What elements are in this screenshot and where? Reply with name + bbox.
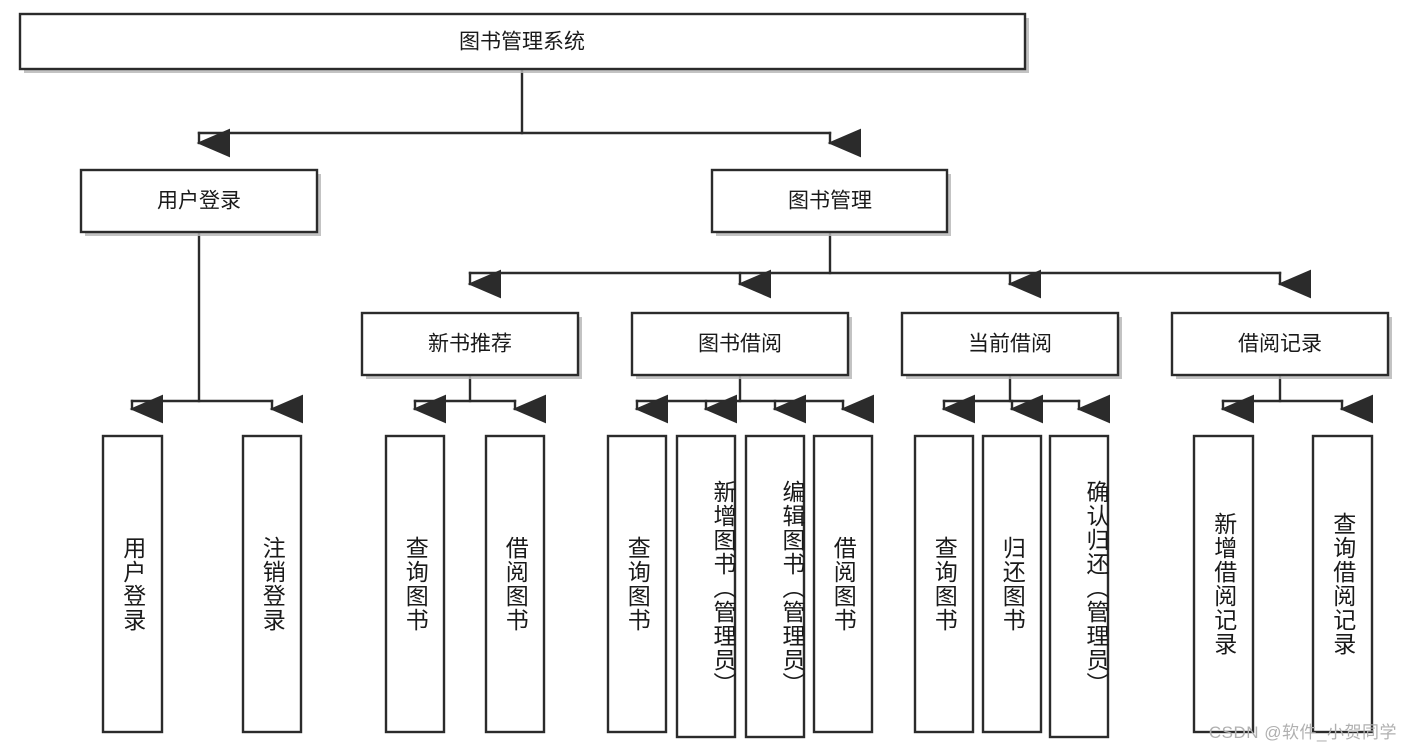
connectors (129, 67, 1374, 424)
node-root-label: 图书管理系统 (459, 31, 585, 54)
node-current-borrow[interactable]: 当前借阅 (900, 311, 1122, 379)
node-book-manage-label: 图书管理 (788, 190, 872, 213)
leaf-box-edit-book-admin[interactable] (744, 434, 806, 739)
node-book-borrow-box[interactable] (630, 311, 850, 377)
node-book-manage-box[interactable] (710, 168, 949, 234)
leaf-box-return-book[interactable] (981, 434, 1043, 734)
leaf-box-borrow-book-new[interactable] (484, 434, 546, 734)
node-user-login-box[interactable] (79, 168, 319, 234)
watermark-text: CSDN @软件_小贺同学 (1208, 723, 1397, 742)
leaf-box-user-login[interactable] (101, 434, 164, 734)
leaf-box-query-book-current[interactable] (913, 434, 975, 734)
leaf-boxes (101, 434, 1374, 739)
leaf-box-logout[interactable] (241, 434, 303, 734)
leaf-box-confirm-return-admin[interactable] (1048, 434, 1110, 739)
node-new-book-recommend-box[interactable] (360, 311, 580, 377)
node-root[interactable]: 图书管理系统 (18, 12, 1029, 73)
node-book-borrow-label: 图书借阅 (698, 333, 782, 356)
node-borrow-record-label: 借阅记录 (1238, 333, 1322, 356)
leaf-box-borrow-book[interactable] (812, 434, 874, 734)
node-borrow-record[interactable]: 借阅记录 (1170, 311, 1392, 379)
node-user-login[interactable]: 用户登录 (79, 168, 321, 236)
node-book-manage[interactable]: 图书管理 (710, 168, 951, 236)
node-root-box[interactable] (18, 12, 1027, 71)
leaf-box-query-book-new[interactable] (384, 434, 446, 734)
node-new-book-recommend-label: 新书推荐 (428, 333, 512, 356)
leaf-box-query-book-borrow[interactable] (606, 434, 668, 734)
leaf-box-add-record[interactable] (1192, 434, 1255, 734)
leaf-box-add-book-admin[interactable] (675, 434, 737, 739)
node-book-borrow[interactable]: 图书借阅 (630, 311, 852, 379)
leaf-box-query-record[interactable] (1311, 434, 1374, 734)
node-user-login-label: 用户登录 (157, 190, 241, 213)
node-current-borrow-box[interactable] (900, 311, 1120, 377)
node-borrow-record-box[interactable] (1170, 311, 1390, 377)
node-current-borrow-label: 当前借阅 (968, 333, 1052, 356)
node-new-book-recommend[interactable]: 新书推荐 (360, 311, 582, 379)
